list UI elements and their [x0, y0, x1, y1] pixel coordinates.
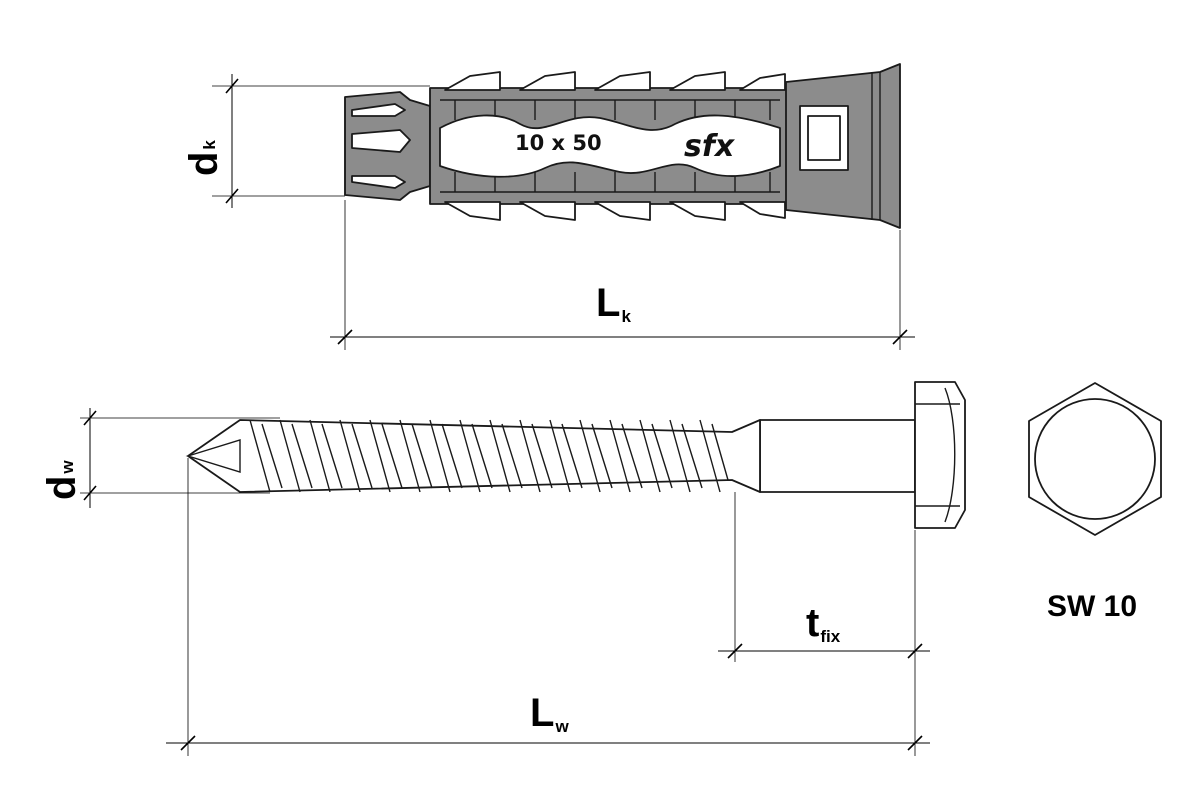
dimension-dw: dw [40, 408, 280, 508]
plug-body: 10 x 50 sfx [429, 71, 791, 221]
label-lk: Lk [596, 281, 631, 326]
label-lw: Lw [530, 691, 569, 736]
plug-front-collar [344, 91, 431, 201]
dimension-dk: dk [182, 74, 430, 208]
plug-head [785, 63, 901, 229]
label-dk: dk [182, 140, 226, 176]
hex-screw [185, 381, 966, 529]
wall-plug: 10 x 50 sfx [344, 63, 901, 229]
plug-size-marking: 10 x 50 [515, 131, 602, 155]
screw-shank [759, 419, 916, 493]
screw-thread [185, 419, 761, 493]
label-dw: dw [40, 460, 84, 500]
dimension-tfix: tfix [718, 492, 930, 662]
screw-hex-head [914, 381, 966, 529]
label-tfix: tfix [806, 601, 841, 646]
wrench-size-label: SW 10 [1047, 590, 1137, 623]
plug-brand-logo: sfx [684, 129, 736, 164]
dimension-lw: Lw [166, 458, 930, 756]
hex-head-top-view [1028, 382, 1162, 536]
dimension-lk: Lk [330, 200, 915, 350]
